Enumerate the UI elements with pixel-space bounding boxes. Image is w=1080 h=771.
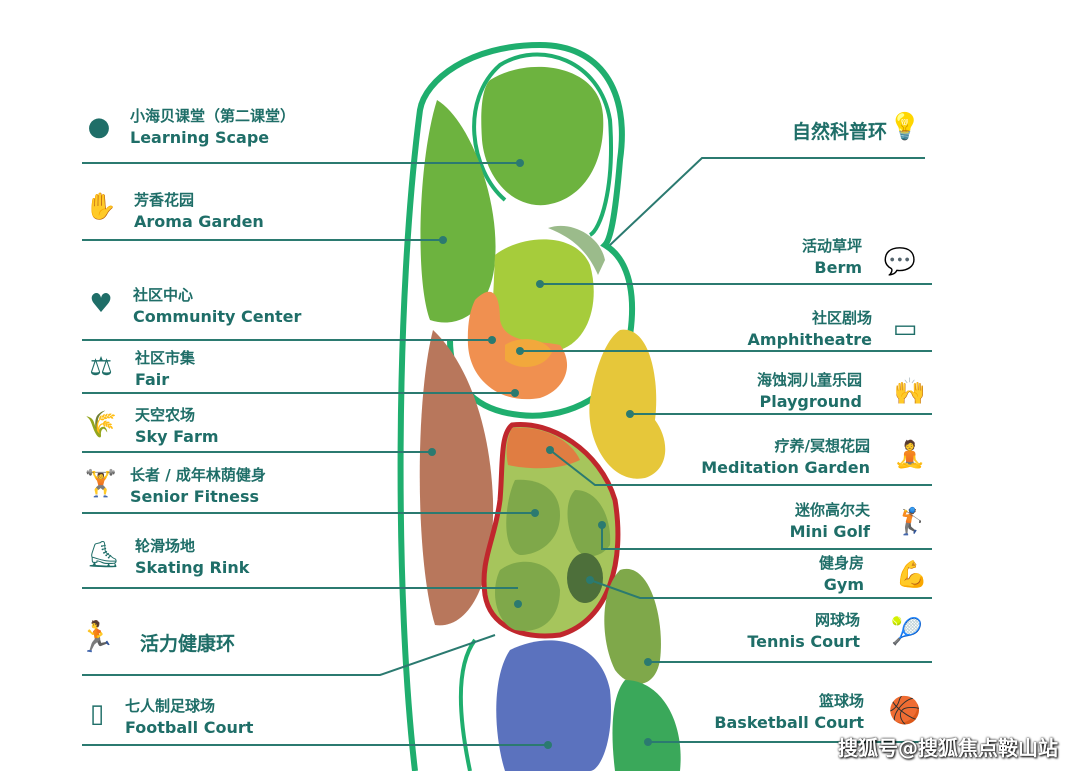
skating-path-area: [419, 330, 494, 626]
label-sky-farm: 天空农场 Sky Farm: [135, 405, 219, 447]
label-cn: 小海贝课堂（第二课堂）: [130, 107, 296, 125]
label-cn: 迷你高尔夫: [794, 501, 870, 519]
watermark: 搜狐号@搜狐焦点鞍山站: [838, 736, 1058, 760]
label-gym: 健身房 Gym: [819, 553, 864, 595]
label-fair: 社区市集 Fair: [135, 348, 195, 390]
label-en: Playground: [759, 392, 862, 411]
meditation-area: [506, 427, 580, 469]
chat-bubbles-icon: 💬: [883, 247, 917, 277]
label-football-court: 七人制足球场 Football Court: [125, 696, 253, 738]
label-en: Community Center: [133, 307, 302, 326]
label-basketball-court: 篮球场 Basketball Court: [714, 691, 864, 733]
label-cn: 篮球场: [818, 692, 864, 710]
senior-fitness-area: [506, 479, 560, 555]
heart-pulse-icon: ♥: [89, 289, 113, 319]
label-cn: 轮滑场地: [135, 537, 196, 555]
basketball-icon: 🏀: [888, 696, 922, 726]
label-cn: 网球场: [814, 611, 860, 629]
aroma-garden-area: [420, 100, 496, 323]
label-senior-fitness: 长者 / 成年林荫健身 Senior Fitness: [130, 465, 266, 507]
scales-icon: ⚖: [89, 352, 113, 382]
label-cn: 七人制足球场: [125, 697, 216, 715]
butterfly-hand-icon: ✋: [84, 192, 118, 222]
tennis-court-area: [604, 568, 661, 684]
skater-icon: ⛸: [86, 540, 120, 570]
skating-rink-area: [495, 561, 560, 631]
label-cn: 长者 / 成年林荫健身: [130, 466, 266, 484]
label-en: Gym: [823, 575, 864, 594]
label-cn: 活力健康环: [140, 633, 236, 655]
football-court-area: [496, 640, 611, 771]
label-en: Basketball Court: [714, 713, 864, 732]
label-en: Football Court: [125, 718, 254, 737]
label-aroma-garden: 芳香花园 Aroma Garden: [134, 190, 264, 232]
playground-area: [589, 329, 666, 479]
label-en: Senior Fitness: [130, 487, 260, 506]
label-cn: 自然科普环: [791, 121, 887, 143]
fitness-person-icon: 🏋: [84, 469, 118, 499]
label-cn: 社区市集: [135, 349, 196, 367]
label-community-center: 社区中心 Community Center: [133, 285, 301, 327]
label-cn: 海蚀洞儿童乐园: [756, 371, 862, 389]
label-cn: 社区剧场: [811, 309, 872, 327]
label-cn: 社区中心: [133, 286, 194, 304]
bicep-icon: 💪: [895, 560, 929, 590]
tennis-racket-icon: 🎾: [890, 617, 924, 647]
label-en: Sky Farm: [135, 427, 219, 446]
label-amphitheatre: 社区剧场 Amphitheatre: [748, 308, 872, 350]
label-cn: 疗养/冥想花园: [774, 437, 870, 455]
label-en: Berm: [814, 258, 862, 277]
lightbulb-icon: 💡: [888, 112, 922, 142]
amphitheatre-area: [505, 339, 552, 367]
label-cn: 天空农场: [135, 406, 196, 424]
label-en: Amphitheatre: [747, 330, 872, 349]
leader-dots: [428, 159, 652, 749]
learning-scape-area: [481, 66, 604, 206]
label-tennis-court: 网球场 Tennis Court: [747, 610, 860, 652]
meditation-icon: 🧘: [893, 440, 927, 470]
label-berm: 活动草坪 Berm: [802, 236, 862, 278]
label-en: Aroma Garden: [134, 212, 264, 231]
label-mini-golf: 迷你高尔夫 Mini Golf: [790, 500, 870, 542]
runner-icon: 🏃: [78, 619, 116, 655]
child-ball-icon: 🙌: [893, 377, 927, 407]
nature-small-area: [548, 225, 605, 275]
label-skating-rink: 轮滑场地 Skating Rink: [135, 536, 249, 578]
inner-ring: [458, 52, 613, 771]
wheat-hand-icon: 🌾: [84, 410, 118, 440]
label-cn: 芳香花园: [134, 191, 195, 209]
label-en: Meditation Garden: [701, 458, 870, 477]
basketball-court-area: [612, 680, 681, 771]
gym-area: [567, 553, 603, 603]
golfer-icon: 🏌: [895, 507, 929, 537]
minigolf-area: [567, 490, 611, 557]
label-nature-ring: 自然科普环: [792, 122, 887, 143]
label-meditation-garden: 疗养/冥想花园 Meditation Garden: [701, 436, 870, 478]
label-cn: 活动草坪: [801, 237, 862, 255]
label-en: Mini Golf: [789, 522, 870, 541]
nature-ring: [397, 41, 636, 771]
label-cn: 健身房: [818, 554, 864, 572]
leader-lines: [82, 157, 932, 746]
label-en: Fair: [135, 370, 170, 389]
label-vitality-ring: 活力健康环: [140, 634, 235, 655]
head-icon: ●: [87, 112, 111, 142]
label-playground: 海蚀洞儿童乐园 Playground: [757, 370, 862, 412]
football-field-icon: ▯: [89, 699, 105, 729]
label-en: Tennis Court: [747, 632, 860, 651]
label-en: Learning Scape: [130, 128, 270, 147]
berm-area: [493, 239, 594, 351]
theatre-screen-icon: ▭: [892, 314, 918, 344]
label-learning-scape: 小海贝课堂（第二课堂） Learning Scape: [130, 106, 295, 148]
label-en: Skating Rink: [135, 558, 250, 577]
